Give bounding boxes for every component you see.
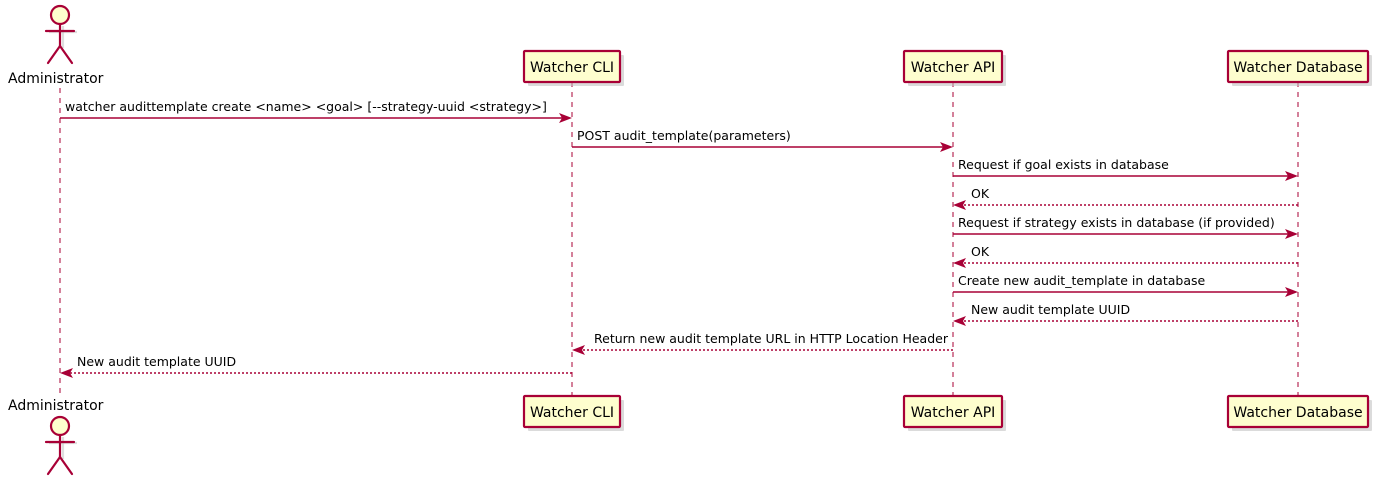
actor-head-icon	[49, 4, 71, 26]
message-5[interactable]: OK	[953, 244, 1298, 268]
message-label: New audit template UUID	[971, 302, 1130, 317]
participant-label-watcher-api: Watcher API	[911, 60, 996, 76]
participant-box	[522, 394, 622, 429]
participant-box	[1226, 49, 1370, 84]
actor-shadow-bottom	[49, 437, 77, 459]
participant-box	[522, 49, 622, 84]
actor-leg-right-line	[58, 455, 74, 476]
arrow-head-left-icon	[953, 200, 966, 210]
arrow-head-left-icon	[572, 345, 585, 355]
arrow-head-left-icon	[953, 316, 966, 326]
actor-label-administrator-top: Administrator	[8, 71, 104, 87]
message-6[interactable]: Create new audit_template in database	[953, 273, 1298, 297]
participant-watcher-api-top[interactable]: Watcher API	[902, 49, 1006, 86]
arrow-head-right-icon	[1285, 287, 1298, 297]
message-8[interactable]: Return new audit template URL in HTTP Lo…	[572, 331, 953, 355]
message-2[interactable]: Request if goal exists in database	[953, 157, 1298, 181]
participant-watcher-database-bottom[interactable]: Watcher Database	[1226, 394, 1372, 431]
arrow-head-left-icon	[60, 368, 73, 378]
actor-leg-left-line	[46, 455, 62, 476]
message-label: watcher audittemplate create <name> <goa…	[65, 99, 547, 114]
message-3[interactable]: OK	[953, 186, 1298, 210]
arrow-head-right-icon	[1285, 171, 1298, 181]
participant-box	[1226, 394, 1370, 429]
participant-label-watcher-cli: Watcher CLI	[530, 405, 614, 421]
actor-administrator-bottom[interactable]: Administrator	[8, 398, 104, 476]
arrow-head-left-icon	[953, 258, 966, 268]
message-1[interactable]: POST audit_template(parameters)	[572, 128, 953, 152]
participant-watcher-api-bottom[interactable]: Watcher API	[902, 394, 1006, 431]
participant-label-watcher-database: Watcher Database	[1233, 60, 1362, 76]
actor-leg-right-line	[58, 44, 74, 65]
message-label: New audit template UUID	[77, 354, 236, 369]
message-label: OK	[971, 186, 990, 201]
message-7[interactable]: New audit template UUID	[953, 302, 1298, 326]
participant-watcher-cli-top[interactable]: Watcher CLI	[522, 49, 624, 86]
arrow-head-right-icon	[559, 113, 572, 123]
participant-watcher-database-top[interactable]: Watcher Database	[1226, 49, 1372, 86]
participant-box	[902, 394, 1004, 429]
message-label: OK	[971, 244, 990, 259]
message-label: Create new audit_template in database	[958, 273, 1205, 288]
message-4[interactable]: Request if strategy exists in database (…	[953, 215, 1298, 239]
message-9[interactable]: New audit template UUID	[60, 354, 572, 378]
participant-label-watcher-api: Watcher API	[911, 405, 996, 421]
message-0[interactable]: watcher audittemplate create <name> <goa…	[60, 99, 572, 123]
message-label: Request if goal exists in database	[958, 157, 1169, 172]
arrow-head-right-icon	[940, 142, 953, 152]
actor-leg-left-line	[46, 44, 62, 65]
participant-watcher-cli-bottom[interactable]: Watcher CLI	[522, 394, 624, 431]
message-label: Return new audit template URL in HTTP Lo…	[594, 331, 949, 346]
participant-label-watcher-cli: Watcher CLI	[530, 60, 614, 76]
message-label: Request if strategy exists in database (…	[958, 215, 1275, 230]
message-label: POST audit_template(parameters)	[577, 128, 791, 143]
lifelines	[59, 82, 1299, 396]
actor-head-icon	[49, 415, 71, 437]
participant-label-watcher-database: Watcher Database	[1233, 405, 1362, 421]
actor-administrator-top[interactable]: Administrator	[8, 4, 104, 87]
actor-shadow-top	[49, 26, 77, 48]
participant-box	[902, 49, 1004, 84]
arrow-head-right-icon	[1285, 229, 1298, 239]
actor-label-administrator-bottom: Administrator	[8, 398, 104, 414]
